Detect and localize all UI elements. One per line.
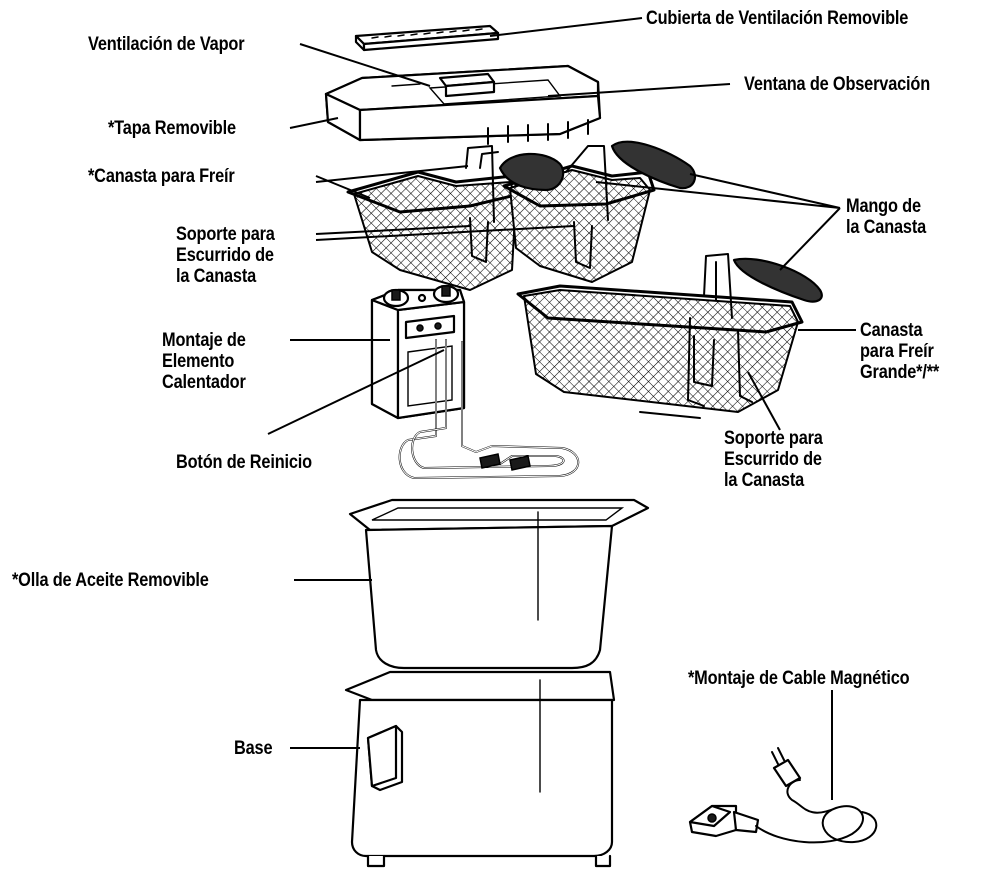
base xyxy=(344,670,616,868)
leader-lines xyxy=(267,17,856,800)
label-basket-handle: Mango de la Canasta xyxy=(846,196,927,238)
leader-basket xyxy=(315,165,469,199)
heating-element-assembly xyxy=(370,284,580,479)
label-oil-pot: *Olla de Aceite Removible xyxy=(12,570,209,591)
label-steam-vent: Ventilación de Vapor xyxy=(88,34,245,55)
label-fry-basket: *Canasta para Freír xyxy=(88,166,235,187)
leader-steam-vent xyxy=(299,43,431,87)
leader-drain-right xyxy=(747,371,781,431)
large-fry-basket xyxy=(516,253,823,419)
leader-lid xyxy=(289,117,339,129)
removable-lid xyxy=(324,64,602,145)
label-drain-support-right: Soporte para Escurrido de la Canasta xyxy=(724,428,823,491)
leader-handle xyxy=(595,173,841,271)
removable-oil-pot xyxy=(348,498,650,670)
label-large-basket: Canasta para Freír Grande*/** xyxy=(860,320,940,383)
label-observation-window: Ventana de Observación xyxy=(744,74,931,95)
leader-drain-left xyxy=(315,225,575,241)
vent-cover xyxy=(354,24,500,52)
label-magnetic-cord: *Montaje de Cable Magnético xyxy=(688,668,910,689)
label-heating-element: Montaje de Elemento Calentador xyxy=(162,330,246,393)
label-removable-lid: *Tapa Removible xyxy=(108,118,236,139)
magnetic-cord-assembly xyxy=(688,747,878,844)
label-reset-button: Botón de Reinicio xyxy=(176,452,312,473)
label-vent-cover: Cubierta de Ventilación Removible xyxy=(646,8,909,29)
label-base: Base xyxy=(234,738,273,759)
fry-baskets xyxy=(346,140,697,291)
label-drain-support-left: Soporte para Escurrido de la Canasta xyxy=(176,224,275,287)
leader-window xyxy=(547,83,731,97)
leader-vent-cover xyxy=(489,17,643,37)
leader-reset xyxy=(267,349,445,435)
